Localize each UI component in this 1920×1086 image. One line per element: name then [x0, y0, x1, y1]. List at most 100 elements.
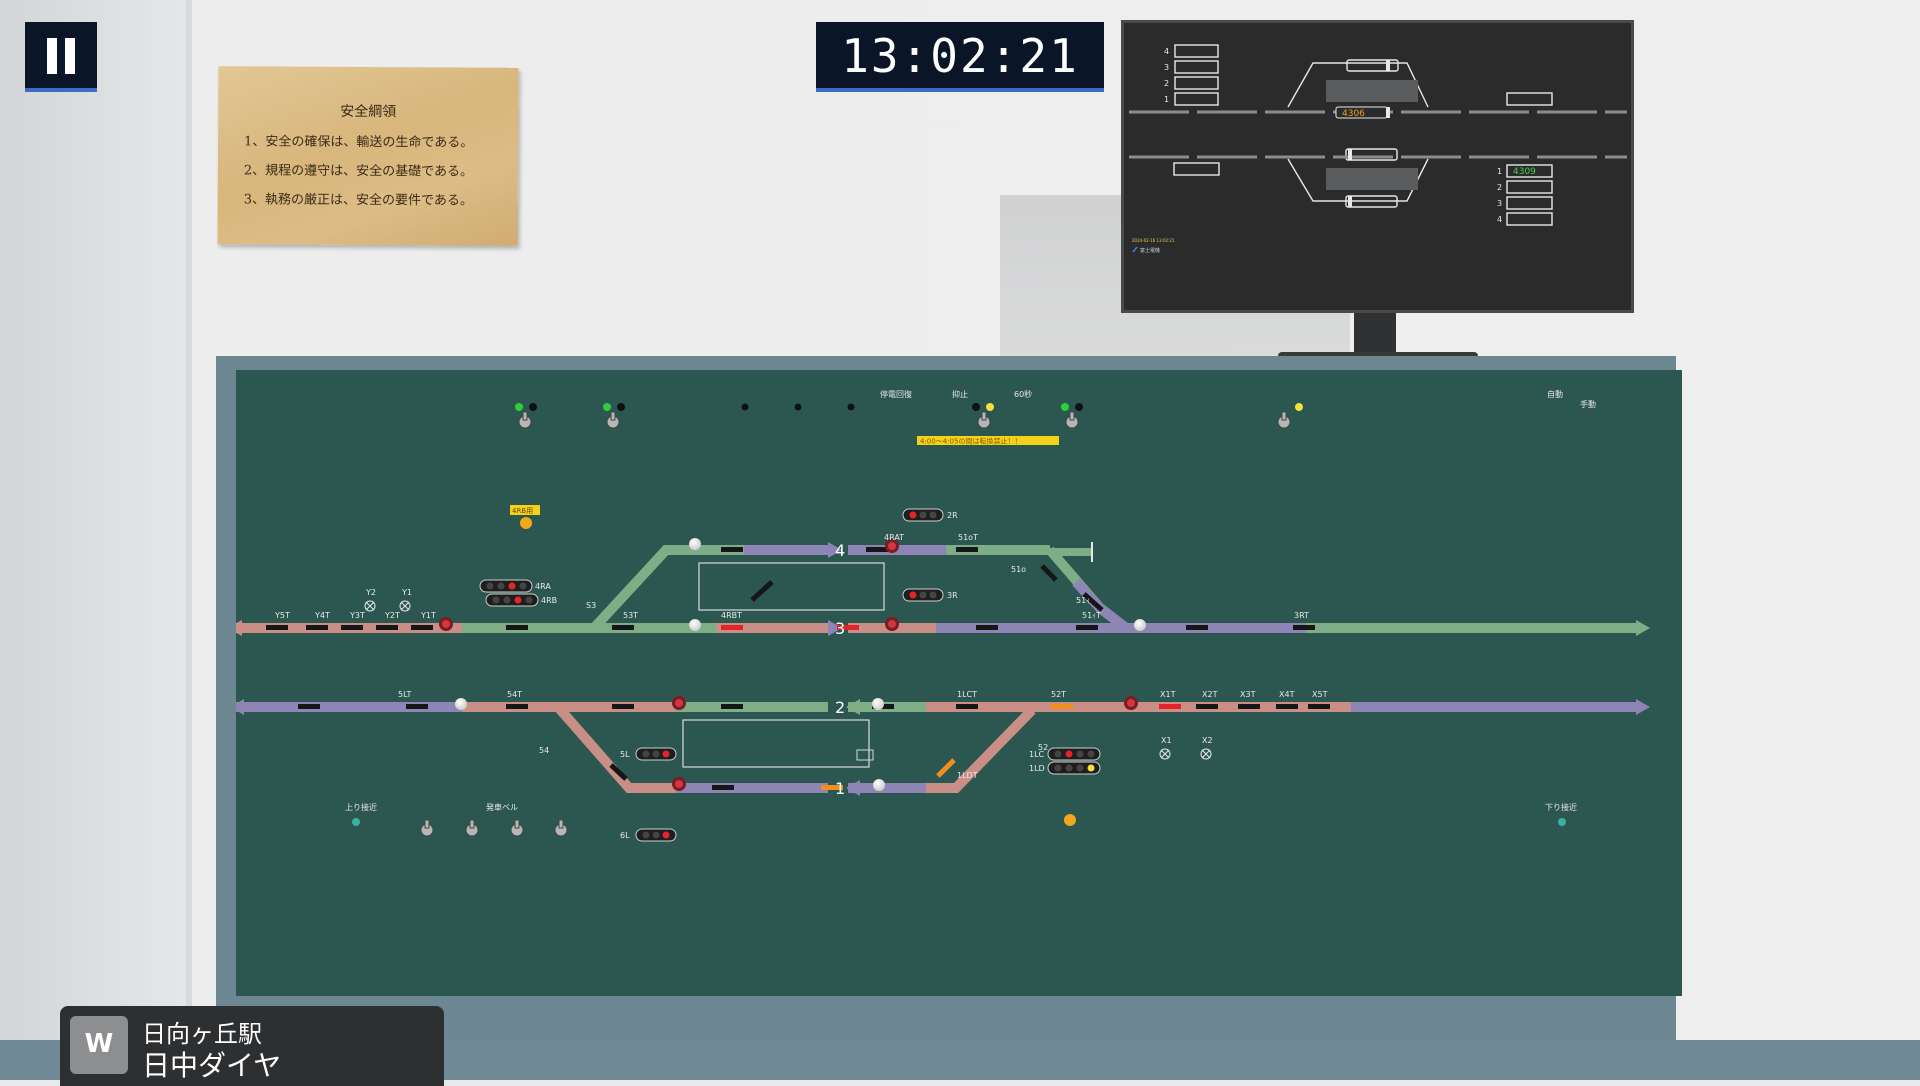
signal-lever[interactable]: [439, 617, 453, 631]
track-label: X5T: [1312, 690, 1328, 699]
track-label: X3T: [1240, 690, 1256, 699]
track-label: 53T: [623, 611, 638, 620]
track-label: Y3T: [349, 611, 365, 620]
track-number-2: 2: [835, 698, 845, 717]
timetable-name: 日中ダイヤ: [142, 1049, 282, 1082]
signal-lever[interactable]: [885, 617, 899, 631]
w-key-hint[interactable]: W: [70, 1016, 128, 1074]
track-number-4: 4: [835, 541, 845, 560]
monitor-screen: 4 3 2 1 1 2 3 4 4306 4309 2024-02-16 13:…: [1129, 44, 1627, 254]
point-levers: [455, 538, 1146, 791]
signal-lever[interactable]: [672, 777, 686, 791]
interlocking-panel: 4 3 2 1: [236, 370, 1682, 996]
point-label: 51o: [1011, 565, 1026, 574]
signal-head-4ra: [479, 579, 533, 593]
bell-lever[interactable]: [554, 819, 568, 837]
signal-label: 5L: [620, 750, 630, 759]
lever-switch[interactable]: [977, 411, 991, 429]
signal-label: 3R: [947, 591, 958, 600]
track-diagram: 4 3 2 1: [236, 389, 1650, 842]
label-departure-bell: 発車ベル: [486, 802, 518, 812]
signal-lever[interactable]: [885, 539, 899, 553]
point-lever[interactable]: [689, 538, 701, 550]
plaque-line: 3、執務の厳正は、安全の要件である。: [243, 192, 473, 209]
track-label: S3: [586, 601, 596, 610]
signal-lever[interactable]: [1124, 696, 1138, 710]
plaque-line: 2、規程の遵守は、安全の基礎である。: [243, 163, 474, 180]
signal-head-6l: [635, 828, 677, 842]
signal-head-1ld: [1047, 761, 1101, 775]
monitor-track-label: 2: [1497, 183, 1502, 192]
lever-switch[interactable]: [606, 411, 620, 429]
track-label: 51ｨT: [1082, 611, 1101, 620]
plaque-line: 1、安全の確保は、輸送の生命である。: [244, 134, 474, 151]
signal-head-1lc: [1047, 747, 1101, 761]
signal-label: 1LD: [1029, 764, 1045, 773]
monitor-track-label: 4: [1497, 215, 1502, 224]
game-clock: 13:02:21: [816, 22, 1104, 92]
monitor-train-lower: 4309: [1513, 167, 1536, 177]
down-approach-lamp: [1558, 818, 1566, 826]
notice-text: 4:00～4:05の間は転換禁止！！: [920, 437, 1021, 446]
signal-levers: [439, 539, 1138, 791]
bell-lever[interactable]: [510, 819, 524, 837]
pause-button[interactable]: [25, 22, 97, 92]
track-label: Y4T: [314, 611, 330, 620]
signal-head-3r: [902, 588, 944, 602]
track-label: Y1T: [420, 611, 436, 620]
4rb-label: 4RB用: [512, 507, 533, 515]
lever-switch[interactable]: [518, 411, 532, 429]
point-lever[interactable]: [455, 698, 467, 710]
label-power-restore: 停電回復: [880, 389, 912, 399]
bell-lever[interactable]: [420, 819, 434, 837]
track-label: 52T: [1051, 690, 1066, 699]
point-lever[interactable]: [873, 779, 885, 791]
label-stop: 抑止: [952, 389, 968, 399]
track-label: Y2T: [384, 611, 400, 620]
up-approach-lamp: [352, 818, 360, 826]
signal-heads: [479, 508, 1101, 842]
label-down-approach: 下り接近: [1545, 802, 1577, 812]
4rb-button[interactable]: [520, 517, 532, 529]
monitor-train-upper: 4306: [1342, 109, 1365, 119]
signal-head-2r: [902, 508, 944, 522]
label-auto: 自動: [1547, 389, 1563, 399]
label-manual: 手動: [1580, 399, 1596, 409]
track-number-3: 3: [835, 619, 845, 638]
yellow-button[interactable]: [1064, 814, 1076, 826]
signal-head-5l: [635, 747, 677, 761]
track-label: X2T: [1202, 690, 1218, 699]
signal-label: 1LC: [1029, 750, 1045, 759]
wall-corner: [186, 0, 192, 1080]
station-name: 日向ヶ丘駅: [142, 1020, 262, 1048]
auto-manual-switch[interactable]: [1277, 411, 1291, 429]
monitor-track-label: 3: [1497, 199, 1502, 208]
lever-switch[interactable]: [1065, 411, 1079, 429]
point-label: 52: [1038, 743, 1048, 752]
point-lever[interactable]: [1134, 619, 1146, 631]
track-label: X1: [1161, 736, 1172, 745]
monitor-track-label: 3: [1164, 63, 1169, 72]
point-lever[interactable]: [689, 619, 701, 631]
label-60sec: 60秒: [1014, 389, 1032, 399]
monitor-footer-brand: 富士電機: [1140, 247, 1160, 254]
track-label: X1T: [1160, 690, 1176, 699]
track-label: 51oT: [958, 533, 978, 542]
point-lever[interactable]: [872, 698, 884, 710]
track-label: 54T: [507, 690, 522, 699]
signal-label: 4RA: [535, 582, 551, 591]
label-up-approach: 上り接近: [345, 802, 377, 812]
bell-lever[interactable]: [465, 819, 479, 837]
track-label: Y1: [401, 588, 412, 597]
track-label: X2: [1202, 736, 1213, 745]
track-label: 1LDT: [957, 771, 978, 780]
track-label: X4T: [1279, 690, 1295, 699]
signal-label: 6L: [620, 831, 630, 840]
plaque-title: 安全綱領: [340, 103, 397, 121]
track-number-1: 1: [835, 779, 845, 798]
4rb-label-plate: [510, 505, 540, 515]
point-label: 51ｨ: [1076, 596, 1090, 605]
signal-lever[interactable]: [672, 696, 686, 710]
station-info: W 日向ヶ丘駅 日中ダイヤ: [60, 1006, 444, 1086]
signal-label: 4RB: [541, 596, 557, 605]
